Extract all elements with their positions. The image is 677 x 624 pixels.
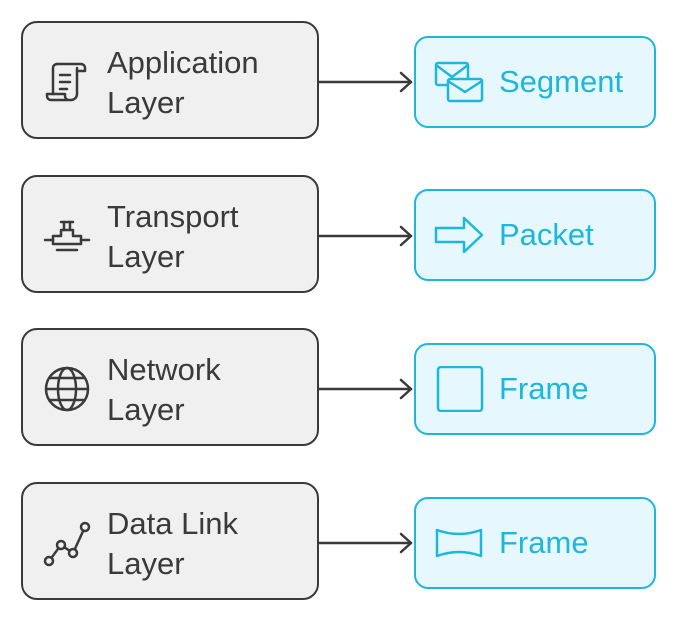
pdu-label-frame: Frame	[499, 525, 589, 560]
arrow-right-icon	[434, 216, 484, 254]
layer-box-data-link: Data Link Layer	[21, 482, 319, 600]
wavy-frame-icon	[435, 528, 483, 558]
pdu-box-packet: Packet	[414, 189, 656, 281]
layer-label-application: Application Layer	[107, 43, 259, 123]
layer-label-network: Network Layer	[107, 350, 221, 430]
pdu-box-segment: Segment	[414, 36, 656, 128]
pdu-box-frame-data-link: Frame	[414, 497, 656, 589]
pdu-label-packet: Packet	[499, 217, 594, 252]
pdu-label-frame: Frame	[499, 371, 589, 406]
square-frame-icon	[436, 366, 484, 412]
layer-name: Application	[107, 45, 259, 80]
layer-suffix: Layer	[107, 546, 185, 581]
envelopes-icon	[434, 61, 484, 103]
nodes-link-icon	[43, 521, 91, 567]
layer-box-transport: Transport Layer	[21, 175, 319, 293]
pdu-box-frame-network: Frame	[414, 343, 656, 435]
layer-suffix: Layer	[107, 392, 185, 427]
pipe-icon	[43, 220, 91, 252]
layer-name: Transport	[107, 199, 239, 234]
connector-arrow	[319, 378, 413, 400]
layer-label-transport: Transport Layer	[107, 197, 239, 277]
layer-suffix: Layer	[107, 85, 185, 120]
connector-arrow	[319, 71, 413, 93]
layer-box-network: Network Layer	[21, 328, 319, 446]
layer-box-application: Application Layer	[21, 21, 319, 139]
globe-icon	[44, 366, 90, 412]
layer-label-data-link: Data Link Layer	[107, 504, 238, 584]
layer-name: Data Link	[107, 506, 238, 541]
layer-name: Network	[107, 352, 221, 387]
connector-arrow	[319, 532, 413, 554]
connector-arrow	[319, 225, 413, 247]
layer-suffix: Layer	[107, 239, 185, 274]
scroll-icon	[45, 62, 87, 102]
pdu-label-segment: Segment	[499, 64, 624, 99]
